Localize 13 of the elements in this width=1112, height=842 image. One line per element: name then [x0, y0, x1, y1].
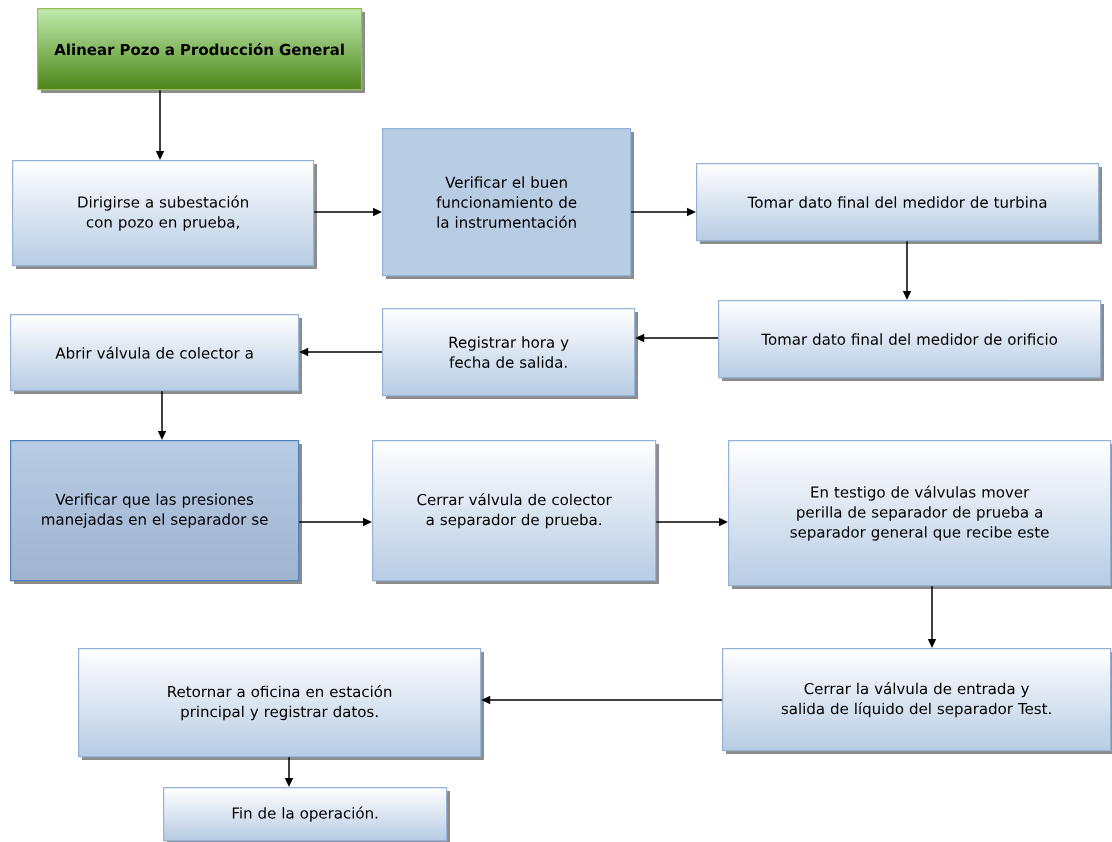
process-box: Cerrar la válvula de entrada y salida de líquido del separador Test. [722, 648, 1112, 754]
process-box: Fin de la operación. [163, 787, 450, 842]
process-box: Verificar que las presiones manejadas en el separador se [10, 440, 302, 584]
process-box: Abrir válvula de colector a [10, 314, 302, 394]
process-box: Tomar dato final del medidor de turbina [696, 163, 1102, 244]
process-box: Retornar a oficina en estación principal y registrar datos. [78, 648, 484, 760]
process-box: Verificar el buen funcionamiento de la instrumentación [382, 128, 634, 279]
start-box: Alinear Pozo a Producción General [37, 8, 365, 93]
process-box: Dirigirse a subestación con pozo en prueba, [12, 160, 317, 269]
process-box: Cerrar válvula de colector a separador de prueba. [372, 440, 659, 584]
process-box: Registrar hora y fecha de salida. [382, 308, 638, 399]
process-box: En testigo de válvulas mover perilla de separador de prueba a separador general que recibe este [728, 440, 1112, 589]
process-box: Tomar dato final del medidor de orificio [718, 300, 1104, 381]
